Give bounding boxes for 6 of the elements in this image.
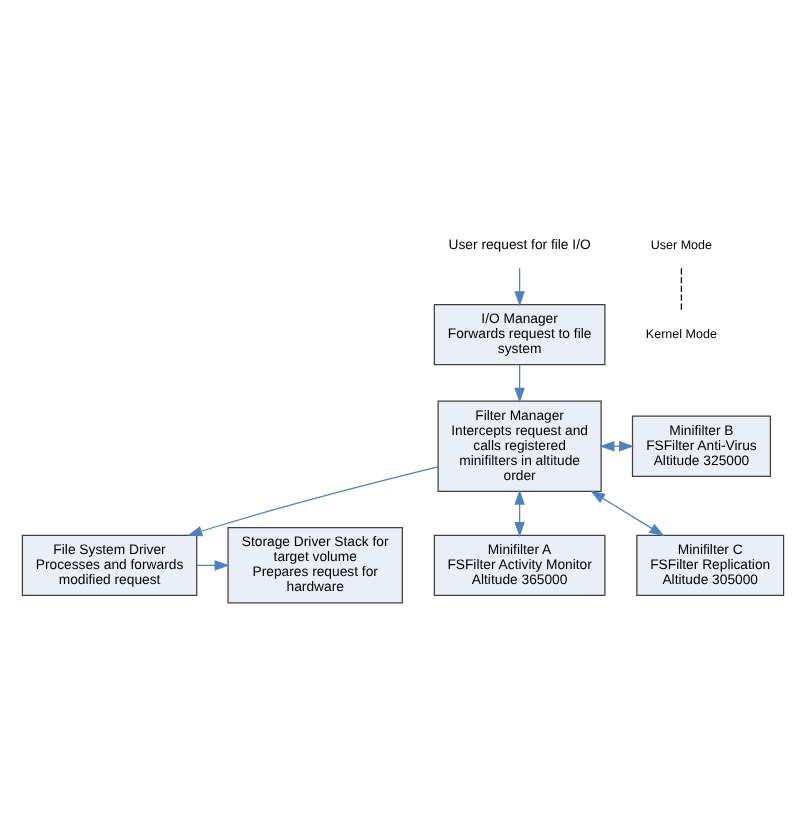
arrow [514,364,525,403]
arrow [590,490,665,537]
arrow [196,560,230,571]
arrow [514,267,525,307]
arrow [599,440,635,452]
arrow [187,466,439,537]
